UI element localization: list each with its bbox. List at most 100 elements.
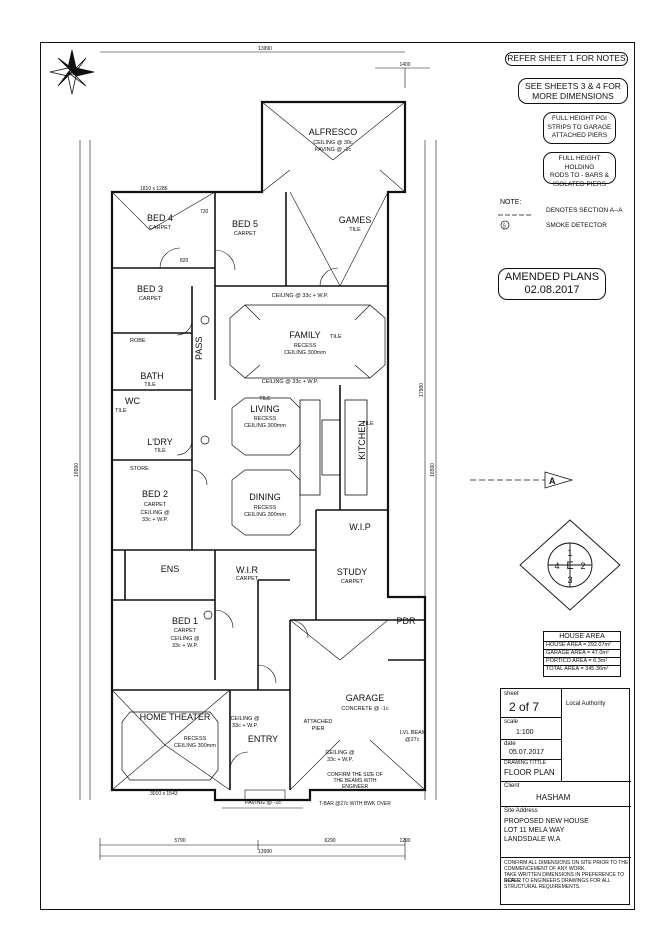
dim-top-right: 1400	[399, 62, 410, 68]
room-wir-floor: CARPET	[236, 576, 259, 582]
room-living: LIVING	[250, 404, 280, 414]
window-label: 1810 x 1286	[140, 186, 168, 192]
confirm-beam-1: CONFIRM THE SIZE OF	[327, 772, 382, 778]
dim-right-overall: 16590	[430, 463, 436, 477]
elev-center: E	[566, 560, 573, 572]
room-wip: W.I.P	[349, 522, 371, 532]
section-marker-label: A	[549, 476, 556, 486]
lvl-beam-label: LVL BEAM	[400, 730, 427, 736]
room-wc: WC	[125, 396, 140, 406]
room-alfresco-paving: PAVING @ -1c	[315, 147, 351, 153]
pgi-line1: FULL HEIGHT PGI	[552, 115, 607, 122]
room-dining-recess: RECESS	[254, 505, 277, 511]
scale-value: 1:100	[516, 729, 534, 736]
site-line-3: LANDSDALE W.A	[504, 836, 561, 843]
dim-bottom-right: 1290	[399, 838, 410, 844]
room-bath: BATH	[140, 371, 163, 381]
room-living-recess: RECESS	[254, 416, 277, 422]
attached-pier-label-2: PIER	[312, 726, 325, 732]
room-bed3: BED 3	[137, 284, 163, 294]
legend-section-label: DENOTES SECTION A--A	[546, 207, 623, 214]
room-garage: GARAGE	[346, 693, 385, 703]
room-bed1-floor: CARPET	[174, 628, 197, 634]
door-720: 720	[200, 209, 209, 215]
room-home-theater: HOME THEATER	[140, 712, 211, 722]
elev-2: 2	[580, 561, 585, 571]
room-bed1-ceiling-height: 33c + W.P.	[172, 643, 199, 649]
elev-4: 4	[554, 561, 559, 571]
door-820: 820	[180, 258, 189, 264]
room-home-theater-ceiling: CEILING 300mm	[174, 743, 216, 749]
confirm-line-1: CONFIRM ALL DIMENSIONS ON SITE PRIOR TO …	[504, 860, 629, 866]
room-garage-floor: CONCRETE @ -1c	[341, 706, 388, 712]
confirm-line-4: REFER TO ENGINEERS DRAWINGS FOR ALL	[504, 878, 611, 884]
confirm-line-5: STRUCTURAL REQUIREMENTS.	[504, 884, 581, 890]
drawing-title: FLOOR PLAN	[504, 768, 555, 777]
date-label: date	[504, 741, 516, 747]
house-area-table: HOUSE AREA HOUSE AREA = 292.07m² GARAGE …	[543, 631, 621, 677]
confirm-line-2: COMMENCEMENT OF ANY WORK.	[504, 866, 586, 872]
see-sheets-box: SEE SHEETS 3 & 4 FOR MORE DIMENSIONS	[518, 78, 628, 104]
robe-label: ROBE	[130, 338, 146, 344]
dim-bottom-mid: 6290	[324, 838, 335, 844]
room-entry-ceiling-height: 33c + W.P.	[327, 757, 354, 763]
ceiling-ht-2: 33c + W.P.	[232, 723, 259, 729]
smoke-detector-icon: S	[503, 224, 507, 230]
room-kitchen: KITCHEN	[357, 420, 367, 460]
room-entry: ENTRY	[248, 734, 278, 744]
dim-bottom-left: 5790	[174, 838, 185, 844]
room-bed2-floor: CARPET	[144, 502, 167, 508]
dim-left-overall: 16590	[74, 463, 80, 477]
room-games-floor: TILE	[349, 227, 361, 233]
legend-smoke-label: SMOKE DETECTOR	[546, 222, 607, 229]
date-value: 05.07.2017	[509, 749, 545, 756]
room-living-ceiling: CEILING 300mm	[244, 423, 286, 429]
confirm-beam-3: ENGINEER	[342, 784, 369, 790]
elev-1: 1	[567, 548, 572, 558]
elev-3: 3	[567, 575, 572, 585]
elevation-marker	[519, 519, 621, 611]
dim-right-mid: 17980	[419, 383, 425, 397]
room-dining-ceiling: CEILING 300mm	[244, 512, 286, 518]
dim-top-overall: 13990	[258, 46, 272, 52]
room-alfresco-ceiling: CEILING @ 30c	[313, 140, 353, 146]
client-label: Client	[504, 783, 520, 789]
ceiling-living-note: CEILING @ 33c + W.P.	[262, 379, 319, 385]
drawing-title-label: DRAWING TITTLE	[504, 760, 546, 766]
rods-line3: ISOLATED PIERS	[553, 180, 606, 188]
amended-plans-stamp: AMENDED PLANS 02.08.2017	[498, 268, 606, 300]
ceiling-family-note: CEILING @ 33c + W.P.	[272, 293, 329, 299]
pgi-line2: STRIPS TO GARAGE	[547, 123, 612, 131]
total-area-row: TOTAL AREA = 345.36m²	[544, 665, 620, 673]
room-bed2-ceiling-height: 33c + W.P.	[142, 517, 169, 523]
house-area-title: HOUSE AREA	[559, 633, 605, 640]
room-family-floor: TILE	[330, 334, 342, 340]
sheet-label: sheet	[504, 691, 519, 697]
room-bed2: BED 2	[142, 489, 168, 499]
rods-line1: FULL HEIGHT HOLDING	[558, 155, 601, 171]
room-bed4-floor: CARPET	[149, 225, 172, 231]
room-entry-ceiling: CEILING @	[325, 750, 355, 756]
refer-notes-box: REFER SHEET 1 FOR NOTES	[505, 52, 628, 66]
rods-line2: RODS TO - BARS &	[550, 172, 609, 179]
amended-line2: 02.08.2017	[524, 284, 580, 296]
title-block: sheet 2 of 7 scale 1:100 date 05.07.2017…	[500, 688, 631, 905]
garage-area-row: GARAGE AREA = 47.0m²	[544, 649, 620, 657]
holding-rods-box: FULL HEIGHT HOLDING RODS TO - BARS & ISO…	[543, 152, 616, 188]
room-bed4: BED 4	[147, 213, 173, 223]
local-authority-label: Local Authority	[566, 701, 606, 707]
room-wir: W.I.R	[236, 565, 258, 575]
t-bar-note: T-BAR @27c WITH BWK OVER	[319, 801, 391, 807]
room-games: GAMES	[339, 215, 372, 225]
room-bed1: BED 1	[172, 616, 198, 626]
confirm-line-3: TAKE WRITTEN DIMENSIONS IN PREFERENCE TO…	[504, 872, 625, 884]
site-line-1: PROPOSED NEW HOUSE	[504, 818, 589, 825]
house-area-row: HOUSE AREA = 292.07m²	[544, 641, 620, 649]
pgi-strips-box: FULL HEIGHT PGI STRIPS TO GARAGE ATTACHE…	[543, 112, 616, 144]
refer-notes-text: REFER SHEET 1 FOR NOTES	[507, 53, 626, 63]
room-wc-floor: TILE	[115, 408, 127, 414]
room-family-recess: RECESS	[294, 343, 317, 349]
north-arrow-icon	[49, 49, 95, 95]
room-ens: ENS	[161, 564, 180, 574]
